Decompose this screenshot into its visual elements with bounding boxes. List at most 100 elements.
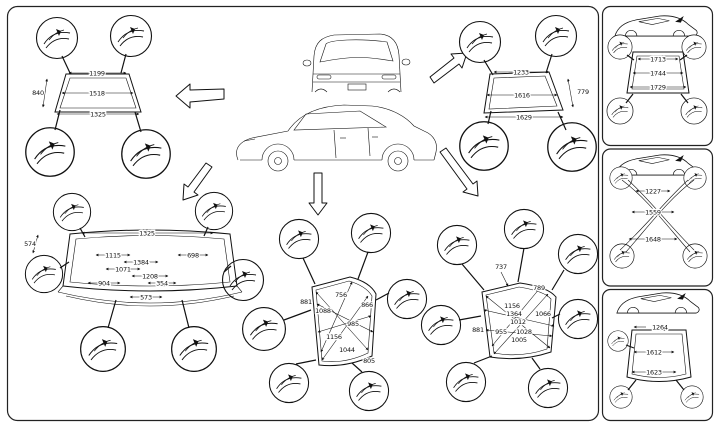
windshield-opening-diagram: 1199 1518 1325 840	[25, 14, 171, 179]
detail-circle	[52, 192, 92, 232]
dim-label: 789	[533, 284, 545, 292]
dim-label: 985	[347, 320, 359, 328]
dim-label: 866	[361, 301, 373, 309]
dim-line	[567, 78, 574, 108]
detail-circle	[680, 385, 704, 409]
rear-door-opening-diagram: 737 789 1156 1364 1066 1012 881 955 1028…	[420, 208, 599, 409]
dim-label: 1729	[650, 83, 666, 91]
detail-circle	[607, 330, 629, 352]
dim-label: 698	[187, 251, 199, 259]
dim-label: 1012	[510, 318, 526, 326]
dim-label: 805	[363, 357, 375, 365]
car-front-view	[302, 33, 411, 93]
car-side-view	[236, 104, 437, 172]
dim-label: 1071	[115, 265, 131, 273]
dim-line	[32, 234, 39, 254]
dim-label: 1208	[142, 272, 158, 280]
detail-circle	[24, 254, 64, 294]
dim-label: 1518	[89, 89, 105, 97]
dim-label: 1616	[514, 91, 530, 99]
dim-label: 779	[577, 88, 589, 96]
detail-circle	[121, 129, 171, 179]
dim-label: 1156	[326, 333, 342, 341]
detail-circle	[534, 14, 578, 58]
dim-label: 1648	[645, 235, 661, 243]
detail-circle	[35, 16, 79, 60]
dim-label: 1115	[105, 251, 121, 259]
arrow-to-rear-window	[429, 52, 468, 84]
dim-label: 1264	[652, 323, 668, 331]
detail-circle	[278, 218, 320, 260]
dim-label: 1066	[535, 310, 551, 318]
detail-leaders	[483, 53, 567, 131]
detail-leaders	[283, 251, 390, 373]
detail-circle	[386, 278, 428, 320]
dim-label: 1088	[315, 307, 331, 315]
detail-circle	[350, 212, 392, 254]
detail-circle	[25, 127, 75, 177]
dim-label: 881	[472, 326, 484, 334]
dim-label: 737	[495, 263, 507, 271]
arrow-to-windshield	[175, 83, 225, 109]
detail-circle	[547, 122, 597, 172]
dim-label: 840	[32, 89, 44, 97]
arrow-to-rear-door	[439, 147, 479, 197]
dim-label: 1612	[646, 348, 662, 356]
dim-line	[41, 78, 49, 108]
dim-label: 881	[300, 298, 312, 306]
detail-circle	[557, 233, 599, 275]
tailgate-opening-outline	[626, 329, 692, 382]
dim-label: 1199	[89, 69, 105, 77]
detail-circle	[241, 306, 287, 352]
arrow-to-rear-body	[182, 162, 213, 201]
arrow-to-front-door	[308, 172, 328, 216]
right-bottom-panel: 1264 1612 1623	[607, 292, 704, 409]
dim-label: 904	[98, 279, 110, 287]
dim-label: 1629	[516, 113, 532, 121]
right-middle-panel: 1227 1559 1648	[609, 154, 708, 269]
dim-label: 1156	[504, 302, 520, 310]
dim-label: 1005	[511, 336, 527, 344]
dim-label: 1713	[650, 55, 666, 63]
leader-line	[500, 271, 509, 287]
dim-label: 1325	[139, 229, 155, 237]
dim-label: 1384	[133, 258, 149, 266]
dim-label: 573	[140, 293, 152, 301]
rear-body-opening-outline	[62, 229, 238, 292]
diagonal-dim-lines	[483, 287, 555, 355]
dim-label: 354	[156, 279, 168, 287]
dim-label: 1028	[516, 328, 532, 336]
detail-circle	[458, 20, 502, 64]
dim-label: 1623	[646, 368, 662, 376]
dim-label: 1744	[650, 69, 666, 77]
detail-circle	[348, 370, 390, 412]
rear-window-opening-diagram: 1233 1616 1629 779	[458, 14, 597, 172]
front-door-opening-diagram: 881 756 1088 866 985 1156 1044 805	[241, 212, 428, 412]
front-door-opening-outline	[311, 276, 377, 367]
detail-circle	[503, 208, 545, 250]
detail-circle	[609, 166, 633, 190]
dim-label: 1227	[645, 187, 661, 195]
dim-label: 1559	[645, 208, 661, 216]
detail-circle	[221, 258, 265, 302]
detail-circle	[680, 97, 708, 125]
detail-circle	[445, 361, 487, 403]
detail-circle	[194, 191, 234, 231]
detail-circle	[459, 121, 509, 171]
detail-circle	[171, 326, 217, 372]
front-opening-outline	[626, 51, 690, 94]
dim-label: 1233	[513, 68, 529, 76]
rear-body-opening-diagram: 574 1325 1115 1384 698 1071 1208 904 354…	[23, 191, 265, 372]
detail-circle	[436, 224, 478, 266]
detail-circle	[268, 362, 310, 404]
detail-circle	[557, 298, 599, 340]
dim-label: 1364	[506, 310, 522, 318]
diagonal-dim-lines	[315, 281, 374, 361]
dim-label: 955	[495, 328, 507, 336]
right-top-panel: 1713 1744 1729	[606, 15, 708, 125]
callout-arrows	[175, 52, 479, 216]
dim-label: 574	[24, 240, 36, 248]
dim-label: 1044	[339, 346, 355, 354]
